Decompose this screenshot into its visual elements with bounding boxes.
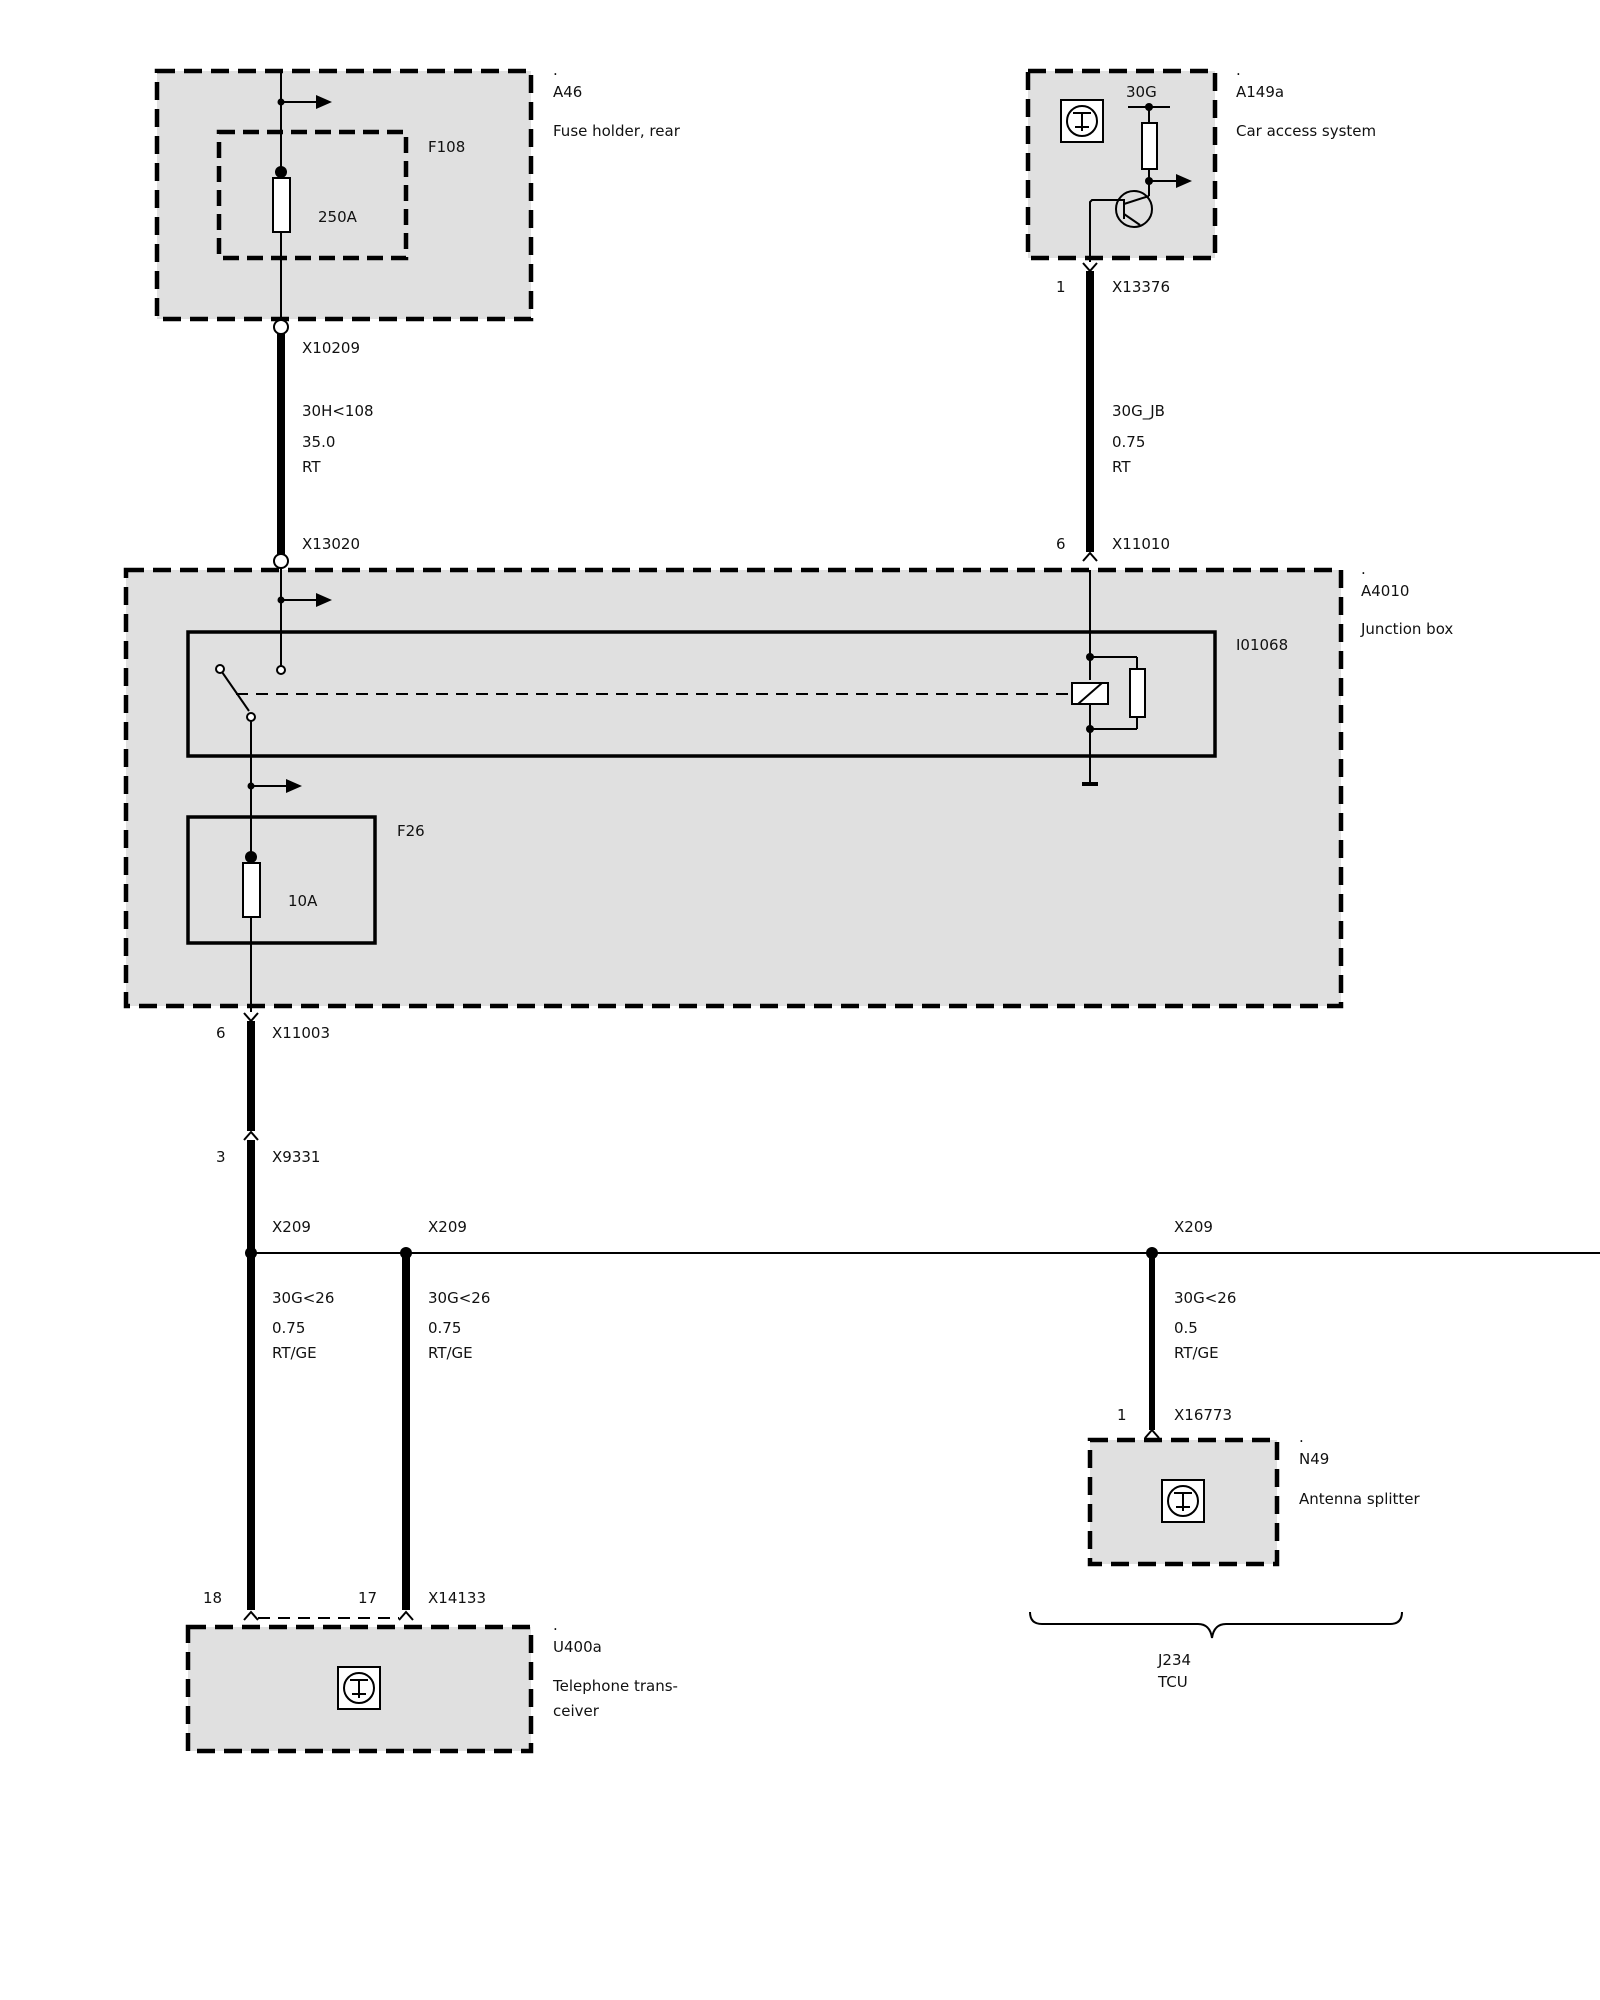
wire-30h-108-color: RT [302, 458, 321, 476]
a149a-dot: . [1236, 61, 1241, 79]
x9331-pin-symbol [243, 1130, 259, 1141]
wire-30g-26-b-gauge: 0.75 [428, 1319, 461, 1337]
u400a-id: U400a [553, 1638, 602, 1656]
f108-rating: 250A [318, 208, 358, 226]
n49-dot: . [1299, 1428, 1304, 1446]
x10209-terminal [273, 319, 289, 335]
u400a-telephone-transceiver[interactable] [185, 1624, 534, 1754]
a4010-junction-box[interactable] [123, 567, 1344, 1012]
n49-antenna-splitter[interactable] [1087, 1437, 1280, 1567]
x9331-id: X9331 [272, 1148, 320, 1166]
i01068-relay-box [186, 630, 1217, 758]
f26-fuse-box [186, 815, 377, 945]
wire-30g-26-c-color: RT/GE [1174, 1344, 1219, 1362]
j234-name: TCU [1157, 1673, 1188, 1691]
a46-fuse-holder[interactable] [154, 68, 534, 322]
wire-30h-108-gauge: 35.0 [302, 433, 335, 451]
x11010-pin: 6 [1056, 535, 1066, 553]
transistor-symbol [1115, 190, 1153, 228]
x14133-pin-a-symbol [243, 1610, 259, 1621]
x11010-pin-symbol [1082, 551, 1098, 562]
x14133-pin-b: 17 [358, 1589, 377, 1607]
n49-id: N49 [1299, 1450, 1329, 1468]
x209-b-id: X209 [428, 1218, 467, 1236]
a46-dot: . [553, 61, 558, 79]
x11003-id: X11003 [272, 1024, 330, 1042]
f108-fuse-box [216, 129, 409, 261]
wire-30g-26-c-signal: 30G<26 [1174, 1289, 1236, 1307]
x16773-pin: 1 [1117, 1406, 1127, 1424]
n49-name: Antenna splitter [1299, 1490, 1421, 1508]
a149a-terminal: 30G [1126, 83, 1157, 101]
a149a-id: A149a [1236, 83, 1284, 101]
f26-id: F26 [397, 822, 425, 840]
x13376-id: X13376 [1112, 278, 1170, 296]
x16773-pin-symbol [1144, 1428, 1160, 1439]
ecu-icon [1060, 99, 1104, 143]
resistor-symbol [1141, 122, 1158, 170]
a4010-dot: . [1361, 560, 1366, 578]
x13376-pin-symbol [1082, 262, 1098, 273]
wire-30g-26-b-signal: 30G<26 [428, 1289, 490, 1307]
wire-30g-26-a-signal: 30G<26 [272, 1289, 334, 1307]
x11003-pin-symbol [243, 1012, 259, 1023]
f26-fuse-symbol [242, 862, 261, 918]
ecu-icon [337, 1666, 381, 1710]
x9331-pin: 3 [216, 1148, 226, 1166]
x13020-id: X13020 [302, 535, 360, 553]
x10209-id: X10209 [302, 339, 360, 357]
u400a-name-line2: ceiver [553, 1702, 600, 1720]
wire-30g-jb-signal: 30G_JB [1112, 402, 1165, 421]
f108-fuse-symbol [272, 177, 291, 233]
a149a-car-access-system[interactable] [1025, 68, 1218, 262]
x11003-pin: 6 [216, 1024, 226, 1042]
x13376-pin: 1 [1056, 278, 1066, 296]
x16773-id: X16773 [1174, 1406, 1232, 1424]
wire-30g-jb-color: RT [1112, 458, 1131, 476]
wire-30g-26-c-gauge: 0.5 [1174, 1319, 1198, 1337]
x14133-id: X14133 [428, 1589, 486, 1607]
a4010-id: A4010 [1361, 582, 1409, 600]
a46-id: A46 [553, 83, 582, 101]
wire-30h-108-signal: 30H<108 [302, 402, 374, 420]
a149a-name: Car access system [1236, 122, 1376, 140]
relay-resistor-symbol [1129, 668, 1146, 718]
wire-30g-26-a-color: RT/GE [272, 1344, 317, 1362]
u400a-dot: . [553, 1616, 558, 1634]
x14133-pin-b-symbol [398, 1610, 414, 1621]
x14133-pin-a: 18 [203, 1589, 222, 1607]
wire-30g-26-b-color: RT/GE [428, 1344, 473, 1362]
u400a-name-line1: Telephone trans- [552, 1677, 678, 1695]
wire-30g-26-a-gauge: 0.75 [272, 1319, 305, 1337]
f26-rating: 10A [288, 892, 318, 910]
x13020-terminal [273, 553, 289, 569]
a46-name: Fuse holder, rear [553, 122, 681, 140]
x209-c-id: X209 [1174, 1218, 1213, 1236]
i01068-id: I01068 [1236, 636, 1288, 654]
x11010-id: X11010 [1112, 535, 1170, 553]
j234-brace [1029, 1611, 1403, 1639]
j234-id: J234 [1157, 1651, 1191, 1669]
ecu-icon [1161, 1479, 1205, 1523]
f108-id: F108 [428, 138, 465, 156]
wire-30g-jb-gauge: 0.75 [1112, 433, 1145, 451]
x209-a-id: X209 [272, 1218, 311, 1236]
a4010-name: Junction box [1360, 620, 1453, 638]
